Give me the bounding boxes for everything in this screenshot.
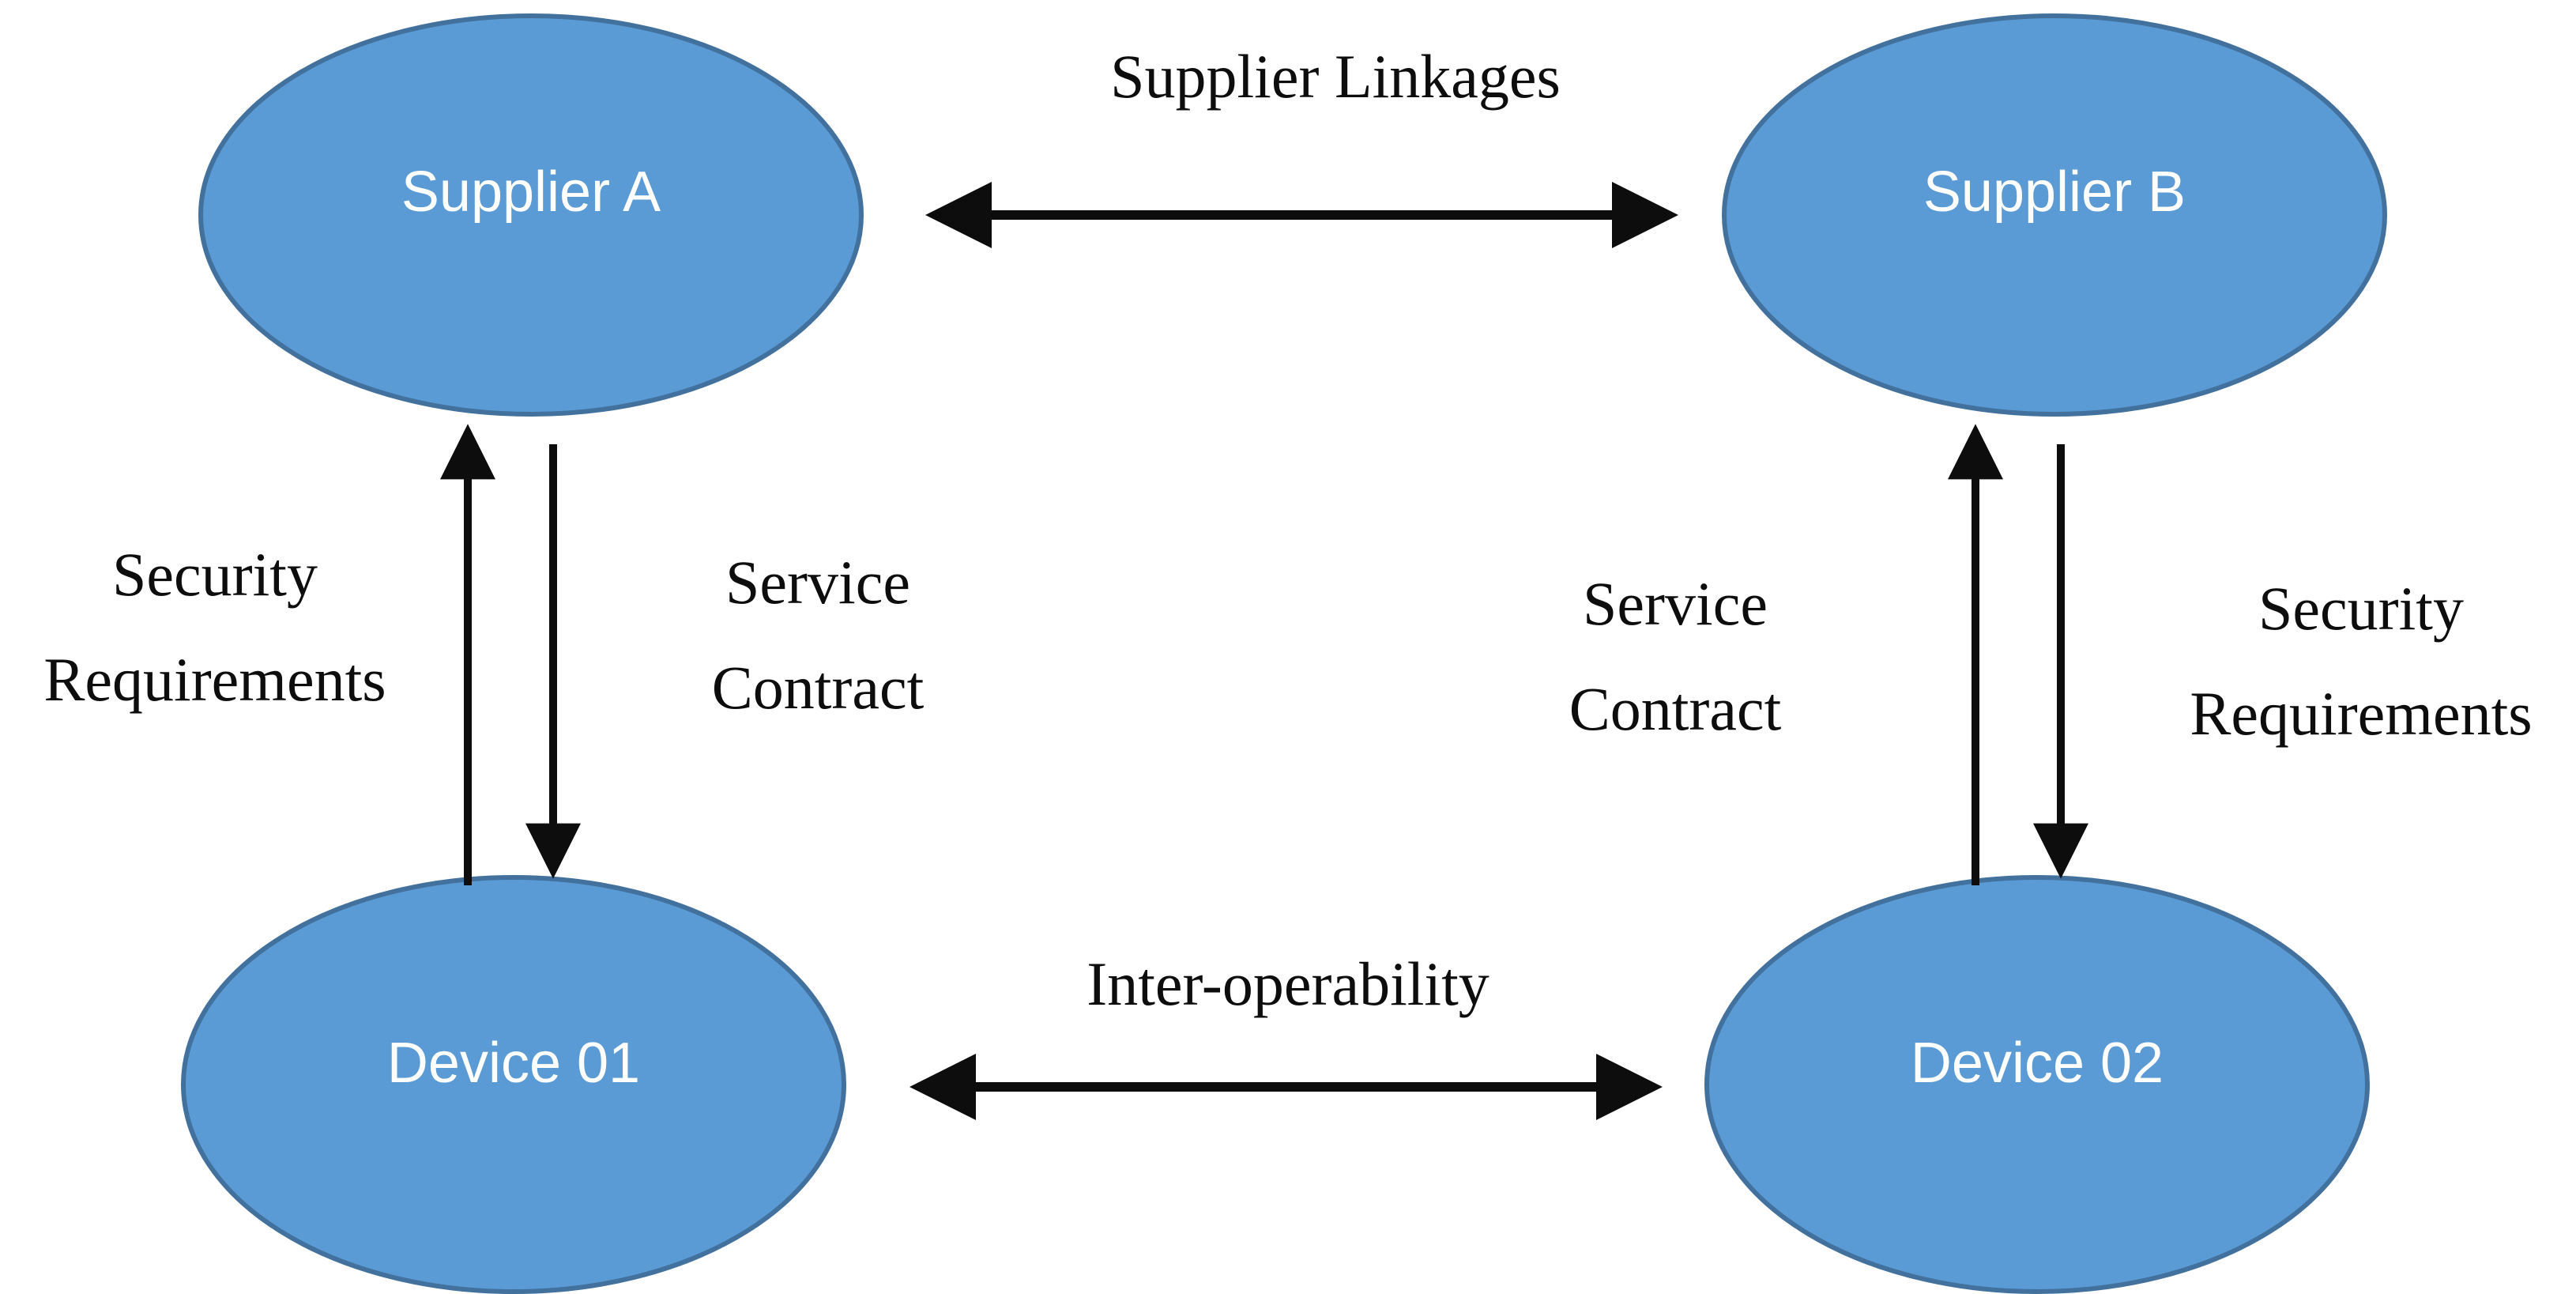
edge-service-contract-left[interactable]: Service Contract [525, 444, 925, 879]
edge-security-requirements-left-label-line2: Requirements [43, 645, 386, 714]
edge-inter-operability[interactable]: Inter-operability [910, 949, 1663, 1120]
node-supplier-b-label: Supplier B [1923, 160, 2186, 224]
node-device-01[interactable]: Device 01 [181, 875, 846, 1294]
edge-supplier-linkages[interactable]: Supplier Linkages [925, 42, 1678, 248]
edge-security-requirements-right-label-line1: Security [2258, 574, 2464, 643]
node-supplier-a[interactable]: Supplier A [198, 13, 864, 417]
edge-service-contract-left-label-line1: Service [725, 548, 910, 617]
edge-service-contract-right-label-line2: Contract [1569, 674, 1782, 743]
node-supplier-a-ellipse[interactable] [198, 13, 864, 417]
node-supplier-a-label: Supplier A [401, 160, 661, 224]
edge-security-requirements-right-label-line2: Requirements [2190, 679, 2532, 748]
node-device-01-label: Device 01 [387, 1032, 640, 1095]
edge-service-contract-right[interactable]: Service Contract [1569, 424, 2003, 885]
node-device-02-label: Device 02 [1911, 1032, 2164, 1095]
edge-security-requirements-left[interactable]: Security Requirements [43, 424, 495, 885]
node-device-02[interactable]: Device 02 [1704, 875, 2370, 1294]
node-supplier-b-ellipse[interactable] [1722, 13, 2387, 417]
edge-security-requirements-right[interactable]: Security Requirements [2033, 444, 2533, 879]
edge-security-requirements-left-label-line1: Security [112, 540, 318, 609]
edge-service-contract-left-label-line2: Contract [712, 653, 925, 722]
node-supplier-b[interactable]: Supplier B [1722, 13, 2387, 417]
edge-inter-operability-label: Inter-operability [1087, 949, 1489, 1018]
node-device-01-ellipse[interactable] [181, 875, 846, 1294]
edge-service-contract-right-label-line1: Service [1583, 569, 1768, 638]
edge-supplier-linkages-label: Supplier Linkages [1110, 42, 1561, 111]
